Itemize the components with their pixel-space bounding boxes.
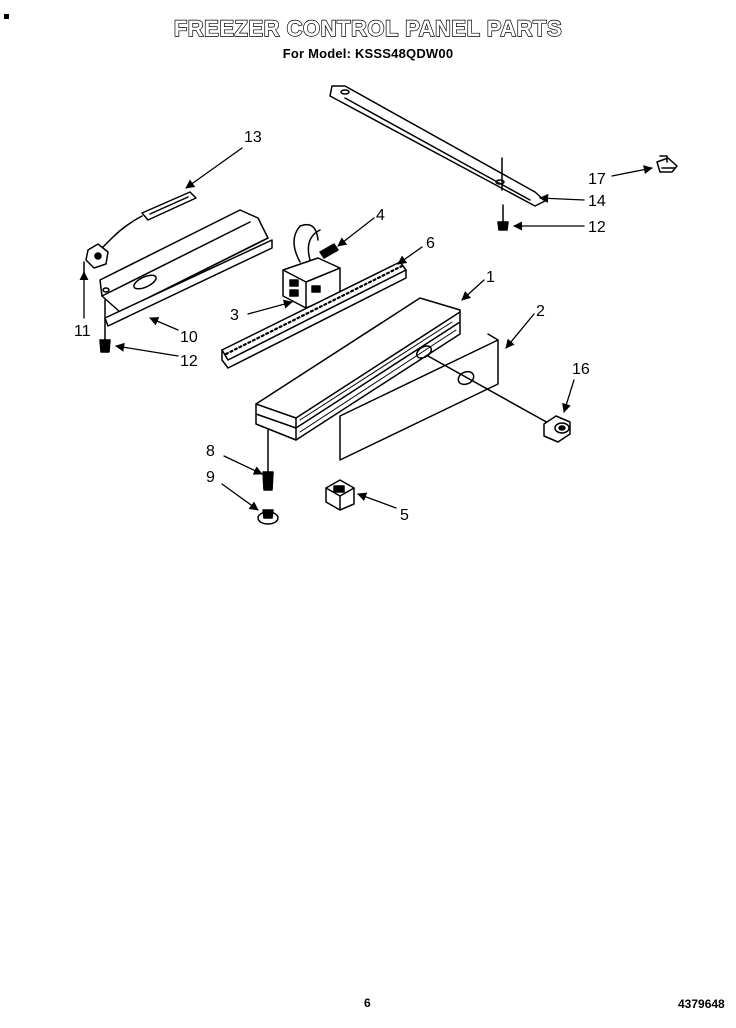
part-5-small-switch: [325, 479, 355, 511]
callout-1: 1: [486, 269, 495, 286]
callout-14: 14: [588, 193, 606, 210]
callout-labels: 13 4 6 1 2 3 16 8 9 5 10 11 12 12 14 17: [74, 129, 606, 524]
part-12-screw-right: [497, 204, 509, 231]
part-1-panel-housing: [255, 297, 461, 441]
part-3-control-switch: [282, 223, 341, 309]
page-number: 6: [364, 996, 371, 1010]
part-11-fitting: [83, 243, 109, 276]
part-10-left-channel: [99, 209, 273, 327]
part-12-screw-left: [99, 299, 111, 353]
part-17-clip: [656, 155, 678, 173]
document-code: 4379648: [678, 997, 725, 1011]
part-6-perforated-strip: [221, 261, 407, 369]
callout-5: 5: [400, 507, 409, 524]
model-subtitle: For Model: KSSS48QDW00: [282, 46, 454, 61]
part-9-washer: [257, 509, 279, 525]
page-title: FREEZER CONTROL PANEL PARTS: [173, 15, 563, 41]
callout-10: 10: [180, 329, 198, 346]
callout-6: 6: [426, 235, 435, 252]
callout-16: 16: [572, 361, 590, 378]
registration-mark: [4, 14, 9, 19]
callout-9: 9: [206, 469, 215, 486]
part-14-bracket: [329, 85, 546, 207]
callout-13: 13: [244, 129, 262, 146]
callout-17: 17: [588, 171, 606, 188]
callout-4: 4: [376, 207, 385, 224]
part-16-knob: [427, 355, 571, 443]
part-4-screw: [319, 243, 339, 259]
callout-11: 11: [74, 323, 91, 340]
callout-leaders: [79, 147, 653, 511]
callout-8: 8: [206, 443, 215, 460]
callout-3: 3: [230, 307, 239, 324]
callout-12-left: 12: [180, 353, 198, 370]
part-8-screw: [262, 429, 274, 491]
callout-12-right: 12: [588, 219, 606, 236]
callout-2: 2: [536, 303, 545, 320]
